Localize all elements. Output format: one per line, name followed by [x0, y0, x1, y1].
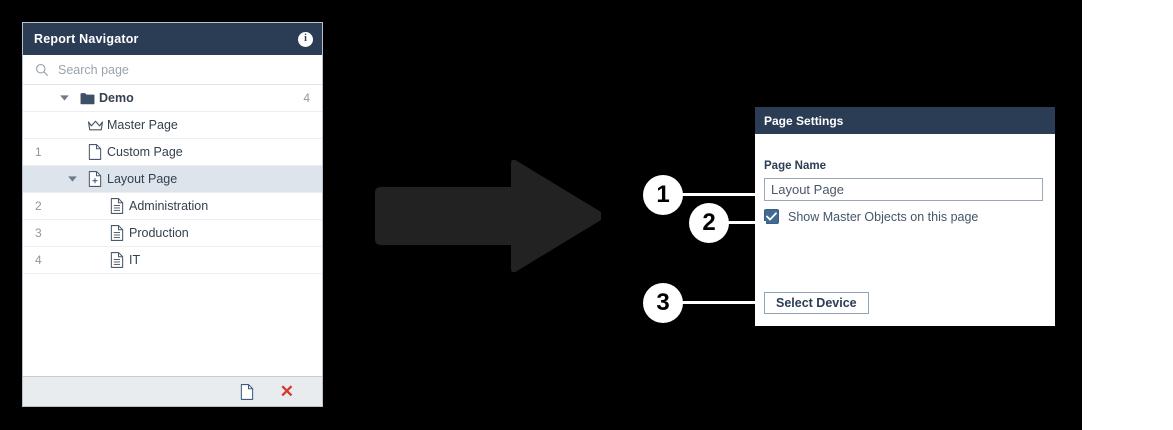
folder-icon: [75, 92, 99, 105]
show-master-objects-row[interactable]: Show Master Objects on this page: [764, 209, 1045, 224]
info-icon[interactable]: i: [298, 31, 313, 47]
tree-row-label: Master Page: [107, 118, 178, 132]
tree-row-label: IT: [129, 253, 141, 267]
row-number: 4: [35, 253, 42, 267]
document-icon: [105, 252, 129, 268]
show-master-objects-checkbox[interactable]: [764, 209, 779, 224]
tree-row-count: 4: [303, 91, 310, 105]
tree-row-layout-page[interactable]: Layout Page: [23, 166, 322, 193]
search-row[interactable]: Search page: [23, 55, 322, 85]
callout-leader-3: [678, 301, 764, 304]
tree-row-master-page[interactable]: Master Page: [23, 112, 322, 139]
page-settings-header: Page Settings: [755, 107, 1055, 134]
blank-page-icon: [83, 144, 107, 160]
page-settings-title: Page Settings: [764, 113, 844, 128]
callout-badge-3: 3: [643, 283, 683, 323]
chevron-down-icon[interactable]: [53, 95, 75, 101]
select-device-button[interactable]: Select Device: [764, 292, 869, 314]
tree-row-administration[interactable]: 2 Administration: [23, 193, 322, 220]
document-icon: [105, 198, 129, 214]
row-number: 2: [35, 199, 42, 213]
report-navigator-panel: Report Navigator i Search page: [22, 22, 323, 407]
tree-row-it[interactable]: 4 IT: [23, 247, 322, 274]
callout-leader-1: [678, 193, 764, 196]
right-arrow-icon: [375, 160, 601, 272]
chevron-down-icon[interactable]: [61, 176, 83, 182]
delete-x-icon[interactable]: ✕: [279, 382, 294, 401]
report-navigator-footer: ✕: [23, 376, 322, 406]
page-settings-panel: Page Settings Page Name Layout Page Show…: [755, 107, 1055, 326]
tree-row-label: Custom Page: [107, 145, 183, 159]
row-number: 3: [35, 226, 42, 240]
tree-row-label: Layout Page: [107, 172, 178, 186]
tree-row-label: Demo: [99, 91, 134, 105]
report-navigator-title: Report Navigator: [34, 32, 139, 46]
row-number: 1: [35, 145, 42, 159]
show-master-objects-label: Show Master Objects on this page: [788, 209, 979, 224]
checkmark-icon: [766, 212, 777, 221]
tree-row-custom-page[interactable]: 1 Custom Page: [23, 139, 322, 166]
tree-row-demo[interactable]: Demo 4: [23, 85, 322, 112]
page-settings-body: Page Name Layout Page Show Master Object…: [755, 134, 1055, 326]
search-input[interactable]: Search page: [58, 62, 129, 77]
page-name-input[interactable]: Layout Page: [764, 178, 1043, 201]
report-navigator-header: Report Navigator i: [23, 23, 322, 55]
callout-leader-2: [724, 221, 766, 224]
page-name-label: Page Name: [764, 160, 827, 172]
crown-icon: [83, 119, 107, 132]
layout-page-icon: [83, 171, 107, 187]
callout-badge-2: 2: [689, 203, 729, 243]
search-icon: [36, 63, 49, 76]
tree-row-label: Administration: [129, 199, 209, 213]
document-icon: [105, 225, 129, 241]
tree-row-production[interactable]: 3 Production: [23, 220, 322, 247]
tree-row-label: Production: [129, 226, 189, 240]
callout-badge-1: 1: [643, 175, 683, 215]
page-tree: Demo 4 Master Page 1: [23, 85, 322, 376]
new-page-icon[interactable]: [240, 383, 254, 400]
